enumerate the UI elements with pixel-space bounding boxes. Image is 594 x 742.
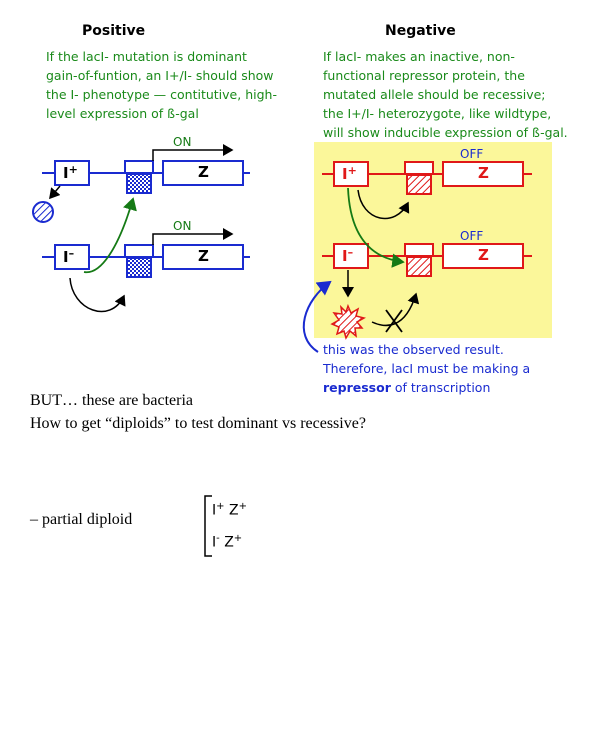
positive-bottom-black-curve-arrow <box>69 277 126 313</box>
negative-bottom-z-label: Z <box>478 246 489 264</box>
positive-line-3: the I- phenotype — contitutive, high- <box>46 87 277 102</box>
negative-top-off-label: OFF <box>460 147 484 161</box>
genotype-row-1: I+ Z+ <box>212 501 247 519</box>
observed-line-1: this was the observed result. <box>323 342 504 357</box>
positive-line-2: gain-of-funtion, an I+/I- should show <box>46 68 274 83</box>
negative-top-i-gene-box <box>333 161 369 187</box>
positive-bottom-transcription-arrow <box>152 228 234 245</box>
block-x-line-2 <box>385 309 403 333</box>
positive-bottom-z-label: Z <box>198 247 209 265</box>
positive-bottom-i-sign: – <box>68 247 75 260</box>
diploid-question-text: How to get “diploids” to test dominant v… <box>30 415 366 432</box>
negative-bottom-i-label: I– <box>342 246 353 265</box>
negative-top-black-curve-arrow <box>357 189 410 220</box>
positive-top-operon <box>32 144 250 223</box>
geno2-z-sup: + <box>233 533 243 544</box>
negative-heading: Negative <box>385 23 456 39</box>
negative-line-4: the I+/I- heterozygote, like wildtype, <box>323 106 552 121</box>
positive-top-transcription-arrow <box>152 144 234 161</box>
negative-top-operator-bound <box>406 174 432 195</box>
negative-top-z-gene-box <box>442 161 524 187</box>
observed-line-2: Therefore, lacI must be making a <box>323 361 531 376</box>
positive-hypothesis-text: If the lacI- mutation is dominant gain-o… <box>46 47 316 123</box>
negative-blocked-arrow <box>371 292 420 327</box>
positive-top-promoter-box <box>124 160 154 174</box>
positive-bottom-z-gene-box <box>162 244 244 270</box>
positive-top-z-label: Z <box>198 163 209 181</box>
negative-bottom-operon <box>322 187 532 340</box>
negative-bottom-z-gene-box <box>442 243 524 269</box>
positive-top-on-label: ON <box>173 135 192 149</box>
positive-top-i-label: I+ <box>63 163 78 182</box>
genotype-row-2: I- Z+ <box>212 533 242 551</box>
inactive-repressor-starburst <box>330 303 366 340</box>
positive-bottom-on-label: ON <box>173 219 192 233</box>
geno1-i: I <box>212 502 217 519</box>
negative-top-operon <box>322 161 532 220</box>
positive-bottom-i-label: I– <box>63 247 74 266</box>
genotype-bracket <box>204 495 212 557</box>
geno1-z: Z <box>228 502 239 519</box>
positive-bottom-i-letter: I <box>63 248 69 266</box>
geno2-i-sup: - <box>216 533 220 544</box>
observed-line-3-rest: of transcription <box>390 380 491 395</box>
negative-line-2: functional repressor protein, the <box>323 68 525 83</box>
positive-top-i-sign: + <box>68 163 78 176</box>
positive-bottom-operator-bound <box>126 257 152 278</box>
positive-top-z-gene-box <box>162 160 244 186</box>
observed-line-3: repressor of transcription <box>323 378 583 397</box>
partial-diploid-text: – partial diploid <box>30 511 133 528</box>
negative-green-arrow <box>347 187 405 268</box>
negative-bottom-operator-bound <box>406 256 432 277</box>
negative-top-i-sign: + <box>347 164 357 177</box>
negative-top-promoter-box <box>404 161 434 175</box>
negative-line-5: will show inducible expression of ß-gal. <box>323 125 568 140</box>
negative-bottom-i-gene-box <box>333 243 369 269</box>
positive-bottom-promoter-box <box>124 244 154 258</box>
positive-bottom-operon <box>42 197 250 313</box>
observed-result-text: this was the observed result. Therefore,… <box>323 340 583 397</box>
geno1-i-sup: + <box>216 501 225 512</box>
geno1-z-sup: + <box>238 501 247 512</box>
negative-top-z-label: Z <box>478 164 489 182</box>
negative-line-3: mutated allele should be recessive; <box>323 87 546 102</box>
positive-top-i-gene-box <box>54 160 90 186</box>
negative-bottom-promoter-box <box>404 243 434 257</box>
geno2-z: Z <box>224 534 234 551</box>
observed-repressor-bold: repressor <box>323 380 391 395</box>
negative-top-i-label: I+ <box>342 164 357 183</box>
negative-bottom-i-letter: I <box>342 247 348 265</box>
positive-repressor-arrow <box>49 185 61 200</box>
positive-top-operator-bound <box>126 173 152 194</box>
negative-bottom-off-label: OFF <box>460 229 484 243</box>
positive-top-i-letter: I <box>63 164 69 182</box>
positive-green-arrow <box>83 197 137 274</box>
observed-result-arrow <box>302 280 332 353</box>
positive-repressor-circle <box>32 201 54 223</box>
negative-hypothesis-text: If lacI- makes an inactive, non- functio… <box>323 47 593 142</box>
negative-top-i-letter: I <box>342 165 348 183</box>
positive-line-1: If the lacI- mutation is dominant <box>46 49 247 64</box>
but-bacteria-text: BUT… these are bacteria <box>30 392 194 409</box>
negative-line-1: If lacI- makes an inactive, non- <box>323 49 515 64</box>
positive-line-4: level expression of ß-gal <box>46 106 199 121</box>
geno2-i: I <box>212 534 217 551</box>
negative-bottom-i-sign: – <box>347 246 354 259</box>
positive-bottom-i-gene-box <box>54 244 90 270</box>
positive-heading: Positive <box>82 23 146 39</box>
